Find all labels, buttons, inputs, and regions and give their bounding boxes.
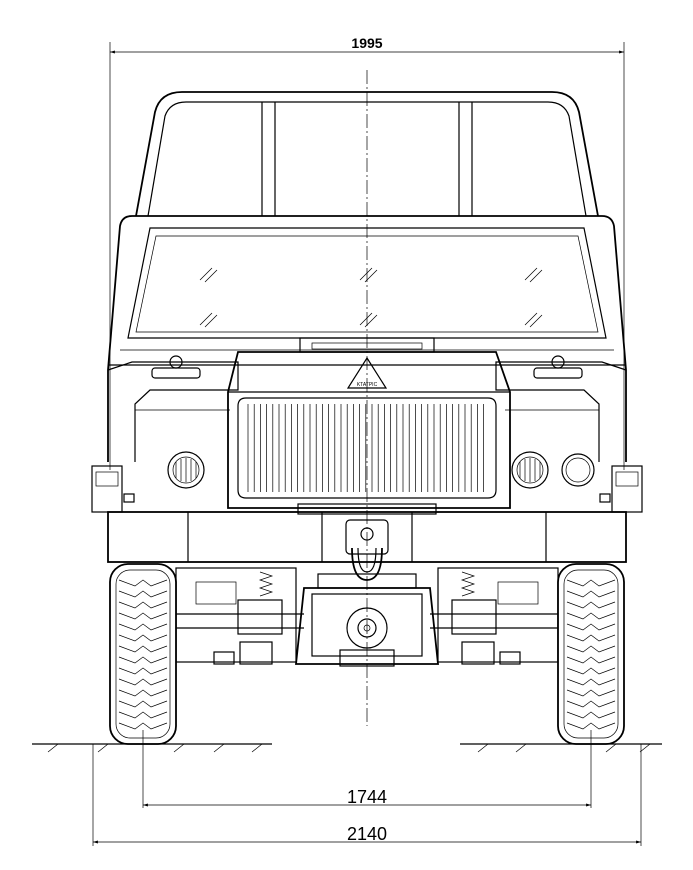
top-width-dimension: 1995 xyxy=(109,35,625,470)
tread-lug xyxy=(566,623,616,631)
headlight-left xyxy=(167,451,205,489)
wheel-left xyxy=(109,563,177,745)
tread-lug xyxy=(118,656,168,664)
tread-lug xyxy=(118,579,168,587)
tread-lug xyxy=(566,612,616,620)
tread-lug xyxy=(566,678,616,686)
tread-lug xyxy=(566,711,616,719)
tread-lug xyxy=(118,590,168,598)
tread-lug xyxy=(566,601,616,609)
tread-lug xyxy=(118,667,168,675)
tread-lug xyxy=(566,722,616,730)
top-width-label: 1995 xyxy=(351,35,382,51)
side-lamps xyxy=(91,465,643,513)
hood-and-grille: KTATPIC xyxy=(227,351,511,509)
overall-width-label: 2140 xyxy=(347,824,387,844)
tread-lug xyxy=(566,700,616,708)
tread-lug xyxy=(566,689,616,697)
tread-lug xyxy=(118,601,168,609)
tread-right xyxy=(566,579,616,730)
tread-lug xyxy=(566,634,616,642)
tread-lug xyxy=(118,722,168,730)
tread-lug xyxy=(118,689,168,697)
tread-lug xyxy=(566,656,616,664)
cab xyxy=(107,215,627,462)
tread-lug xyxy=(566,590,616,598)
auxiliary-light xyxy=(561,453,595,487)
grille-bars xyxy=(247,404,484,492)
fenders xyxy=(107,355,627,462)
tread-left xyxy=(118,579,168,730)
tread-lug xyxy=(118,634,168,642)
headlight-right xyxy=(511,451,549,489)
overall-width-dimension: 2140 xyxy=(92,744,642,846)
tread-lug xyxy=(118,700,168,708)
wheel-right xyxy=(557,563,625,745)
tread-lug xyxy=(566,667,616,675)
track-width-label: 1744 xyxy=(347,787,387,807)
tread-lug xyxy=(118,678,168,686)
track-width-dimension: 1744 xyxy=(142,730,592,808)
tread-lug xyxy=(566,579,616,587)
ground-line xyxy=(32,743,662,753)
tread-lug xyxy=(118,623,168,631)
tread-lug xyxy=(118,612,168,620)
tread-lug xyxy=(118,711,168,719)
tread-lug xyxy=(566,645,616,653)
tread-lug xyxy=(118,645,168,653)
